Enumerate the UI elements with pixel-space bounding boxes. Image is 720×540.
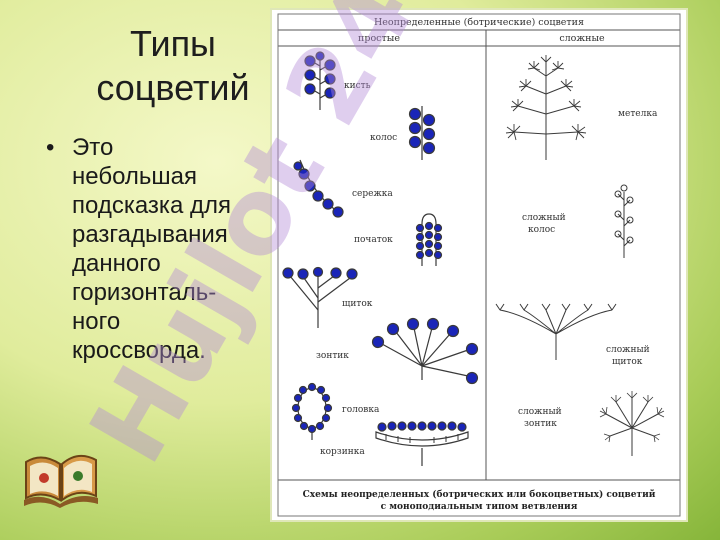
column-simple: простые [358,33,400,44]
label-compound-umbel-1: сложный [518,407,562,417]
bullet-marker: • [46,134,55,161]
compound-spike-diagram [614,184,634,258]
bullet-line-2: небольшая [72,163,198,190]
compound-corymb-diagram [495,303,617,360]
label-compound-umbel-2: зонтик [524,419,557,429]
title-line-1: Типы [130,23,216,64]
bullet-line-6: горизонталь- [72,279,217,306]
diagram-canvas: Неопределенные (ботрические) соцветия пр… [277,13,681,517]
label-capitulum: корзинка [320,447,365,457]
raceme-diagram [304,51,336,110]
label-panicle: метелка [618,109,658,119]
head-diagram [291,382,333,440]
bullet-line-1: Это [72,134,114,161]
label-spike: колос [370,133,397,143]
label-compound-corymb-2: щиток [612,357,643,367]
diagram-header: Неопределенные (ботрические) соцветия [374,17,584,28]
bullet-line-5: данного [72,250,161,277]
caption-line-1: Схемы неопределенных (ботрических или бо… [303,489,656,500]
label-catkin: сережка [352,189,393,199]
bullet-item: • Это небольшая подсказка для разгадыван… [40,133,265,365]
spadix-diagram [415,213,443,266]
inflorescence-diagram: Неопределенные (ботрические) соцветия пр… [270,8,688,522]
bullet-line-8: кроссворда. [72,337,206,364]
label-compound-spike-2: колос [528,225,555,235]
corymb-diagram [282,266,358,328]
bullet-line-3: подсказка для [72,192,231,219]
open-book-icon [24,454,98,508]
bullet-line-7: ного [72,308,121,335]
slide-title: Типы соцветий [78,22,268,110]
catkin-diagram [293,159,344,218]
label-corymb: щиток [342,299,373,309]
caption-line-2: с моноподиальным типом ветвления [381,502,578,512]
label-raceme: кисть [344,81,371,91]
column-complex: сложные [559,33,605,44]
umbel-diagram [371,317,479,385]
spike-diagram [408,106,436,160]
label-umbel: зонтик [316,351,349,361]
title-line-2: соцветий [96,67,250,108]
label-spadix: початок [354,235,393,245]
panicle-diagram [505,55,587,160]
compound-umbel-diagram [599,391,665,456]
label-compound-spike-1: сложный [522,213,566,223]
label-head: головка [342,405,380,415]
label-compound-corymb-1: сложный [606,345,650,355]
capitulum-diagram [375,421,469,466]
bullet-list: • Это небольшая подсказка для разгадыван… [40,133,265,365]
bullet-line-4: разгадывания [72,221,228,248]
